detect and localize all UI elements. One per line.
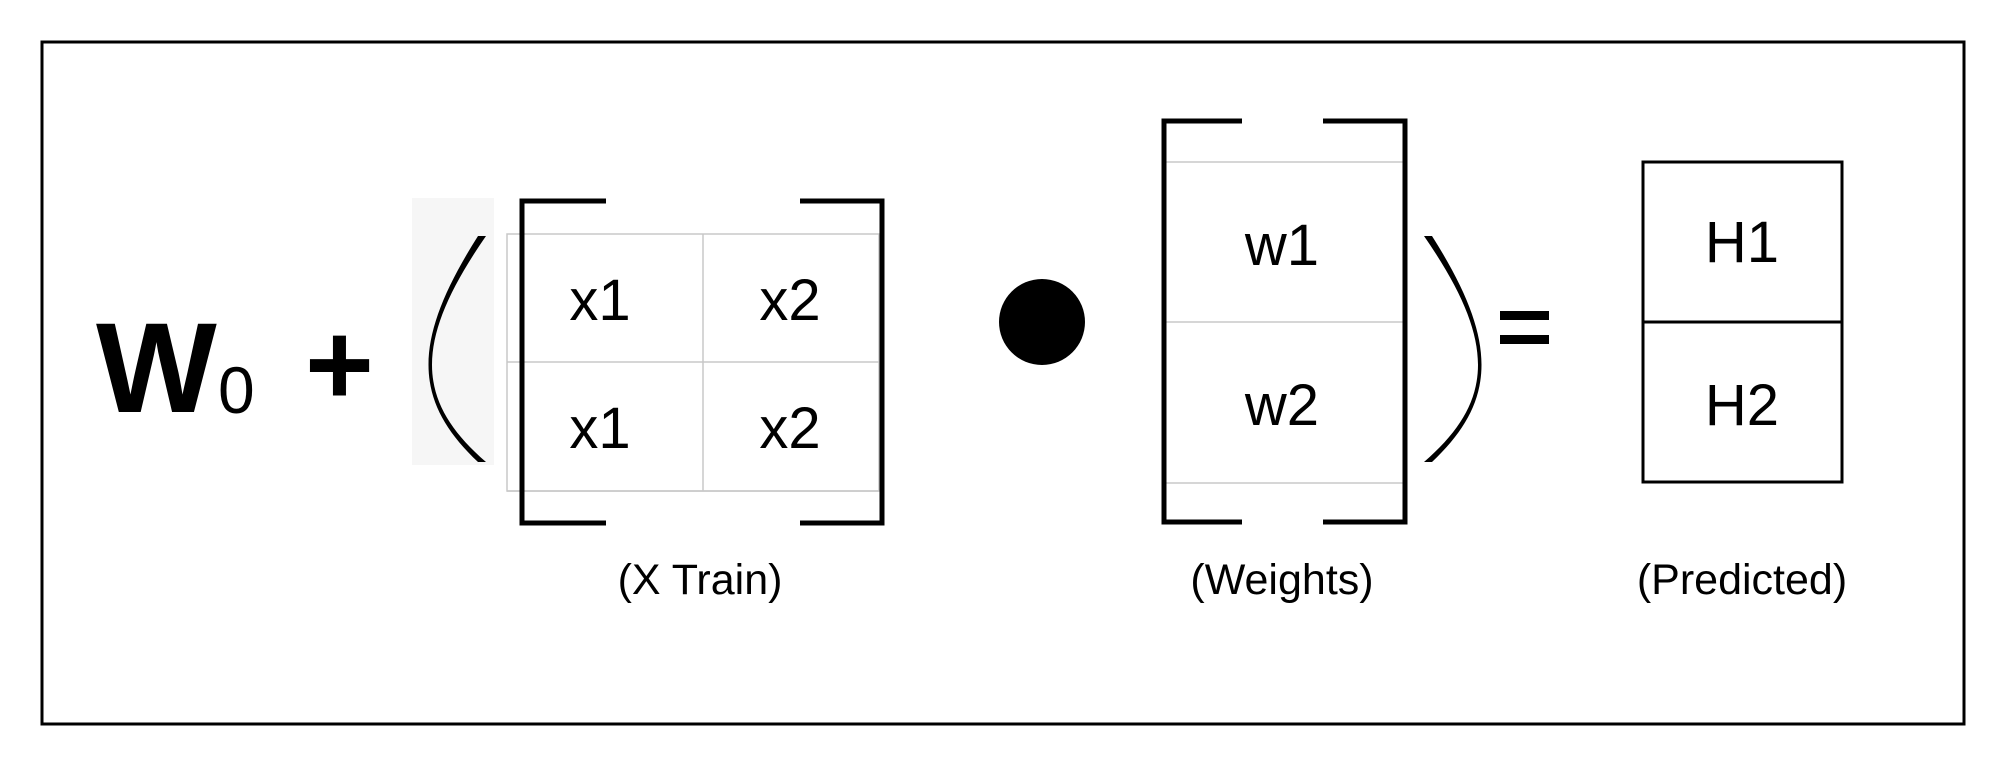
weights-grid xyxy=(1166,161,1404,484)
weights-label: (Weights) xyxy=(1190,556,1373,604)
plus-sign: + xyxy=(305,299,374,431)
weights-cell: w2 xyxy=(1244,373,1319,438)
x-train-cell: x1 xyxy=(569,268,630,333)
x-train-grid xyxy=(506,233,880,492)
left-paren xyxy=(428,236,486,462)
x-train-left-bracket xyxy=(519,198,606,526)
x-train-label: (X Train) xyxy=(618,556,783,604)
predicted-box xyxy=(1641,160,1844,484)
w0-subscript: 0 xyxy=(218,353,255,427)
w0-symbol: W xyxy=(96,297,217,440)
right-paren xyxy=(1424,236,1482,462)
predicted-cell: H2 xyxy=(1705,373,1779,438)
weights-cell: w1 xyxy=(1244,213,1319,278)
weights-left-bracket xyxy=(1161,118,1242,525)
predicted-cell: H1 xyxy=(1705,210,1779,275)
x-train-cell: x1 xyxy=(569,396,630,461)
dot-product-operator xyxy=(999,279,1085,365)
predicted-label: (Predicted) xyxy=(1637,556,1847,604)
x-train-cell: x2 xyxy=(759,396,820,461)
x-train-right-bracket xyxy=(800,198,885,526)
x-train-cell: x2 xyxy=(759,268,820,333)
equals-sign xyxy=(1500,311,1549,344)
weights-right-bracket xyxy=(1323,118,1408,525)
